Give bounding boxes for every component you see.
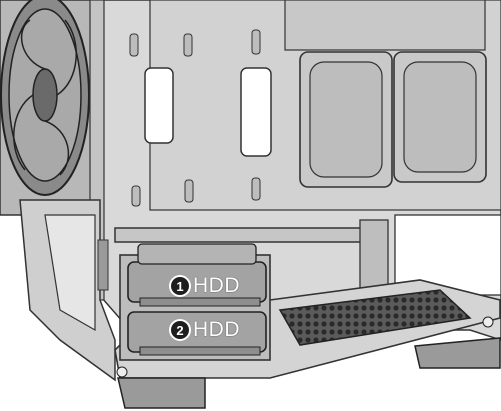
front-frame: [19, 199, 116, 382]
hdd-cage: [119, 243, 271, 361]
hdd-label-1: 1 HDD: [171, 274, 240, 298]
dust-filter-mesh: [278, 289, 472, 346]
tray-cutouts: [129, 29, 272, 207]
hdd-number-2: 2: [171, 321, 189, 339]
ssd-brackets: [299, 51, 487, 188]
case-feet: [116, 316, 501, 409]
hdd-label-2: 2 HDD: [171, 318, 240, 342]
hdd-number-1: 1: [171, 277, 189, 295]
hdd-text-1: HDD: [193, 274, 240, 297]
hdd-1: [127, 243, 267, 307]
hdd-2: [127, 311, 267, 356]
hdd-text-2: HDD: [193, 318, 240, 341]
